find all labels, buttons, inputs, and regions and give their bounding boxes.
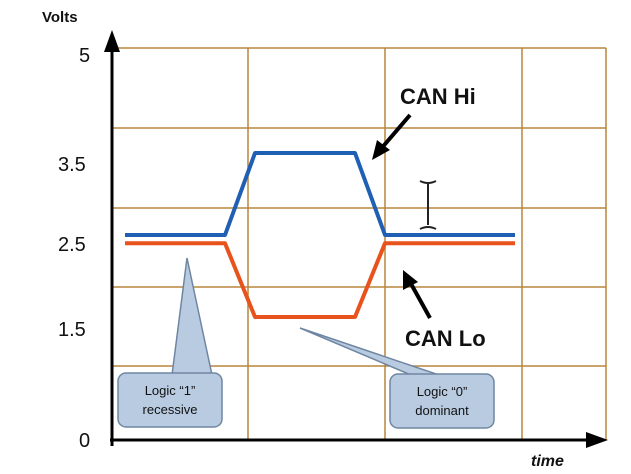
y-tick-label-0: 0: [79, 430, 90, 452]
can-lo-pointer-arrow: [408, 281, 432, 319]
y-tick-label-1-5: 1.5: [58, 319, 86, 341]
y-tick-label-5: 5: [79, 45, 90, 67]
x-axis-title: time: [531, 453, 564, 470]
callout-logic-1-recessive: Logic “1” recessive: [117, 257, 223, 428]
y-tick-label-2-5: 2.5: [58, 234, 86, 256]
callout-text-line2: recessive: [143, 402, 198, 417]
series-label-can-hi: CAN Hi: [400, 84, 476, 109]
callout-box: [117, 372, 223, 428]
can-hi-pointer-arrow: [378, 113, 412, 152]
can-lo-pointer-arrowhead: [403, 270, 418, 290]
x-axis-arrow: [586, 432, 608, 448]
y-axis-title: Volts: [42, 9, 78, 26]
voltage-difference-marker: [419, 180, 437, 230]
callout-text-line1: Logic “1”: [145, 383, 196, 398]
can-hi-pointer-arrowhead: [372, 140, 390, 160]
callout-pointer: [171, 257, 213, 376]
callout-text-line2: dominant: [415, 403, 469, 418]
callout-text-line1: Logic “0”: [417, 384, 468, 399]
callout-box: [389, 373, 495, 429]
series-line-can-hi: [125, 151, 515, 237]
series-label-can-lo: CAN Lo: [405, 326, 486, 351]
series-line-can-lo: [125, 241, 515, 319]
y-tick-label-3-5: 3.5: [58, 154, 86, 176]
callout-logic-0-dominant: Logic “0” dominant: [299, 327, 495, 429]
y-axis-arrow: [104, 30, 120, 52]
